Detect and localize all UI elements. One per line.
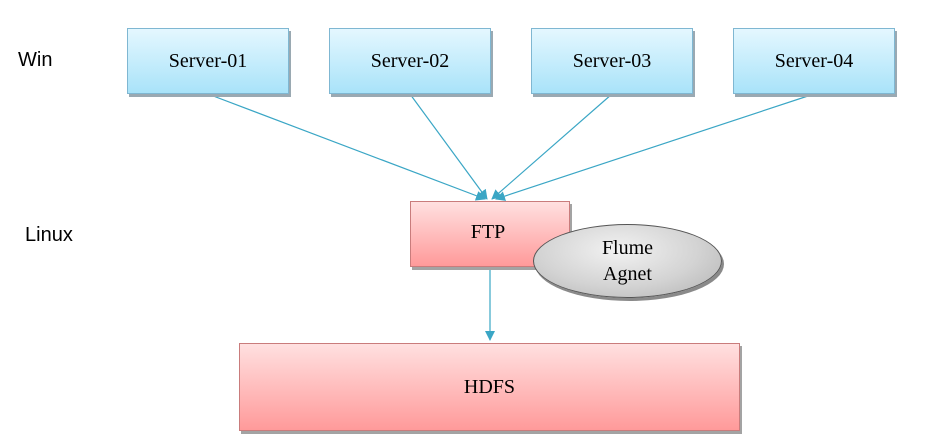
ftp-label: FTP (470, 220, 506, 243)
agent-label-line1: Flume (601, 237, 654, 259)
flume-agent-ellipse: Flume Agnet (533, 224, 722, 298)
server-01-box: Server-01 (127, 28, 289, 94)
server-02-box: Server-02 (329, 28, 491, 94)
tier-label-win: Win (18, 49, 53, 71)
arrow-server-01-to-ftp (207, 93, 486, 201)
arrow-server-04-to-ftp (495, 93, 815, 201)
arrow-server-02-to-ftp (409, 93, 488, 200)
server-04-box: Server-04 (733, 28, 895, 94)
arrow-server-03-to-ftp (491, 93, 613, 200)
agent-label-line2: Agnet (603, 263, 652, 285)
server-03-box: Server-03 (531, 28, 693, 94)
hdfs-box: HDFS (239, 343, 740, 431)
tier-label-linux: Linux (25, 224, 73, 246)
